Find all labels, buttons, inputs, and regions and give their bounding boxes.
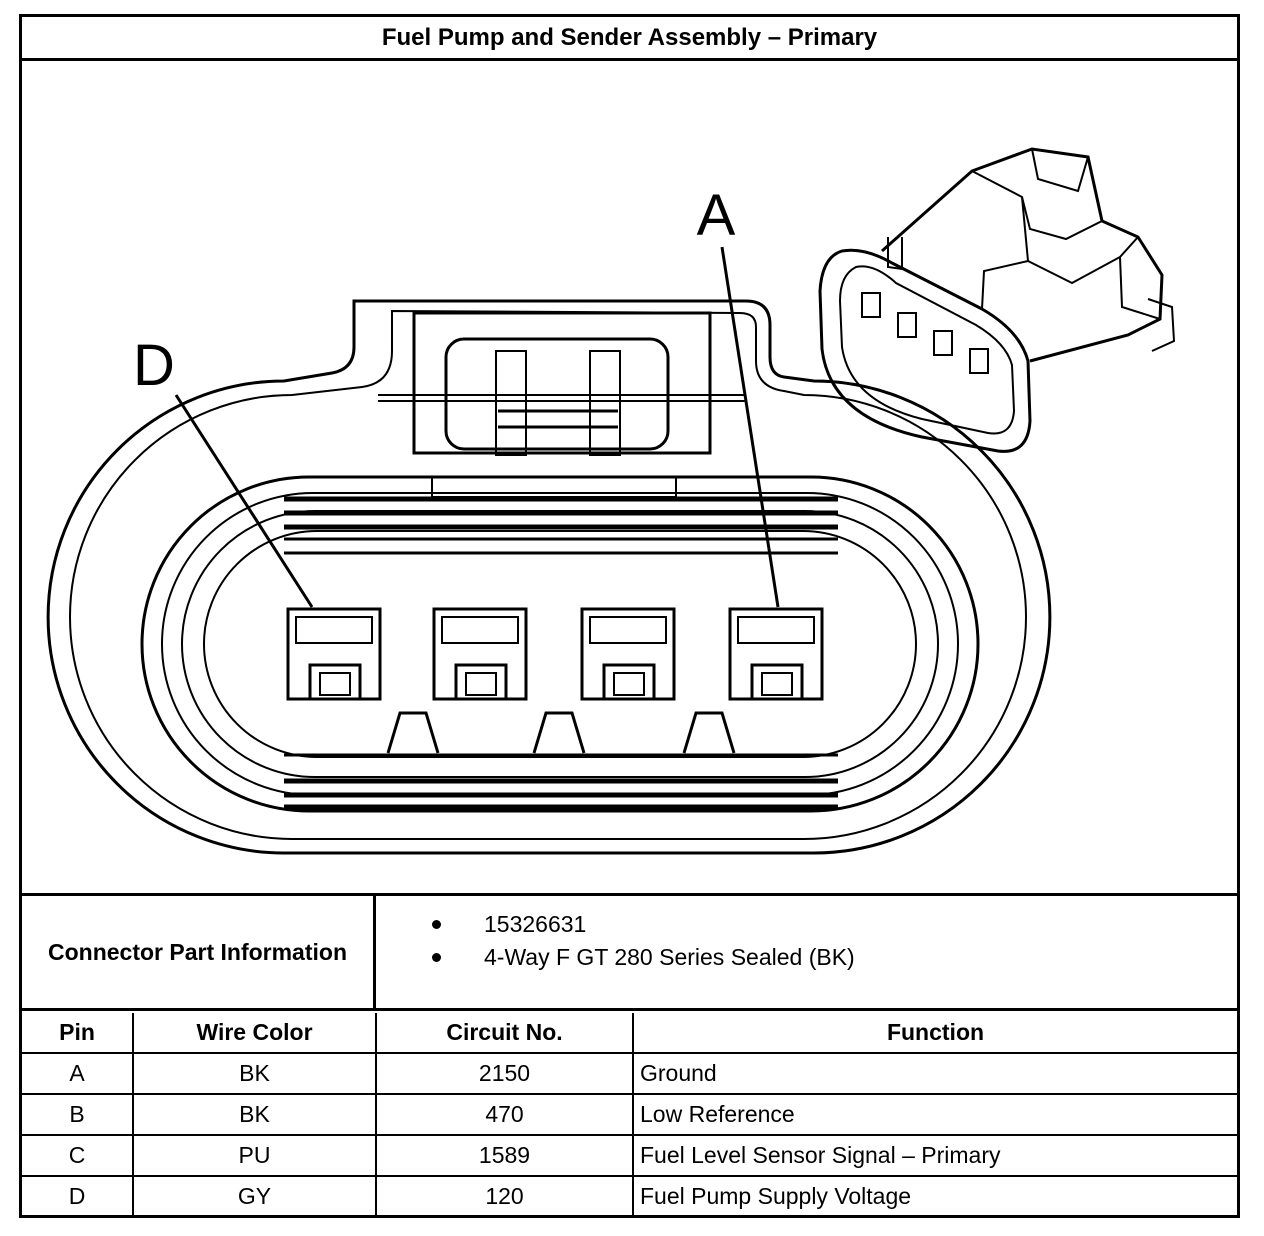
pin-label-d: D (133, 333, 175, 398)
connector-figure: A D (22, 61, 1237, 893)
bullet-icon (432, 953, 441, 962)
cell-function: Fuel Pump Supply Voltage (632, 1175, 1237, 1216)
diagram-frame: Fuel Pump and Sender Assembly – Primary (19, 14, 1240, 1218)
cell-circuit-no: 1589 (375, 1134, 634, 1177)
pin-cavity-d (286, 607, 382, 701)
header-pin: Pin (22, 1013, 134, 1054)
keying-bump-1 (386, 711, 440, 754)
connector-perspective-view (818, 147, 1176, 453)
cell-pin: A (22, 1052, 134, 1095)
cell-function: Fuel Level Sensor Signal – Primary (632, 1134, 1237, 1177)
leader-line-a (720, 246, 780, 608)
table-row: C PU 1589 Fuel Level Sensor Signal – Pri… (22, 1134, 1237, 1177)
keying-bump-3 (682, 711, 736, 754)
part-number: 15326631 (376, 908, 855, 941)
table-row: B BK 470 Low Reference (22, 1093, 1237, 1136)
cell-circuit-no: 2150 (375, 1052, 634, 1095)
table-header-row: Pin Wire Color Circuit No. Function (22, 1013, 1237, 1054)
cell-wire-color: PU (132, 1134, 377, 1177)
connector-part-info-list: 15326631 4-Way F GT 280 Series Sealed (B… (376, 908, 855, 974)
connector-description: 4-Way F GT 280 Series Sealed (BK) (376, 941, 855, 974)
pin-cavity-b (580, 607, 676, 701)
pin-cavity-a (728, 607, 824, 701)
pin-cavity-c (432, 607, 528, 701)
cell-wire-color: GY (132, 1175, 377, 1216)
header-circuit-no: Circuit No. (375, 1013, 634, 1054)
connector-outer-housing (46, 299, 1052, 855)
header-function: Function (632, 1013, 1237, 1054)
table-row: D GY 120 Fuel Pump Supply Voltage (22, 1175, 1237, 1216)
connector-inner-housing (69, 309, 1027, 840)
header-wire-color: Wire Color (132, 1013, 377, 1054)
cell-pin: B (22, 1093, 134, 1136)
connector-face-drawing: A D (46, 147, 1176, 855)
cell-pin: C (22, 1134, 134, 1177)
latch-frame (412, 311, 712, 455)
pin-label-a: A (697, 183, 736, 248)
latch-tooth-left (495, 350, 527, 456)
cell-circuit-no: 470 (375, 1093, 634, 1136)
cell-wire-color: BK (132, 1093, 377, 1136)
page-title: Fuel Pump and Sender Assembly – Primary (22, 17, 1237, 61)
pinout-table: Pin Wire Color Circuit No. Function A BK… (22, 1013, 1237, 1216)
keying-bump-2 (532, 711, 586, 754)
leader-line-d (174, 394, 314, 608)
latch-tooth-right (589, 350, 621, 456)
bullet-icon (432, 920, 441, 929)
cell-function: Ground (632, 1052, 1237, 1095)
table-row: A BK 2150 Ground (22, 1052, 1237, 1095)
cell-wire-color: BK (132, 1052, 377, 1095)
cell-circuit-no: 120 (375, 1175, 634, 1216)
connector-part-info-label: Connector Part Information (22, 896, 376, 1008)
connector-part-info: Connector Part Information 15326631 4-Wa… (22, 893, 1237, 1011)
seal-ring-core (203, 530, 917, 758)
cell-function: Low Reference (632, 1093, 1237, 1136)
cell-pin: D (22, 1175, 134, 1216)
